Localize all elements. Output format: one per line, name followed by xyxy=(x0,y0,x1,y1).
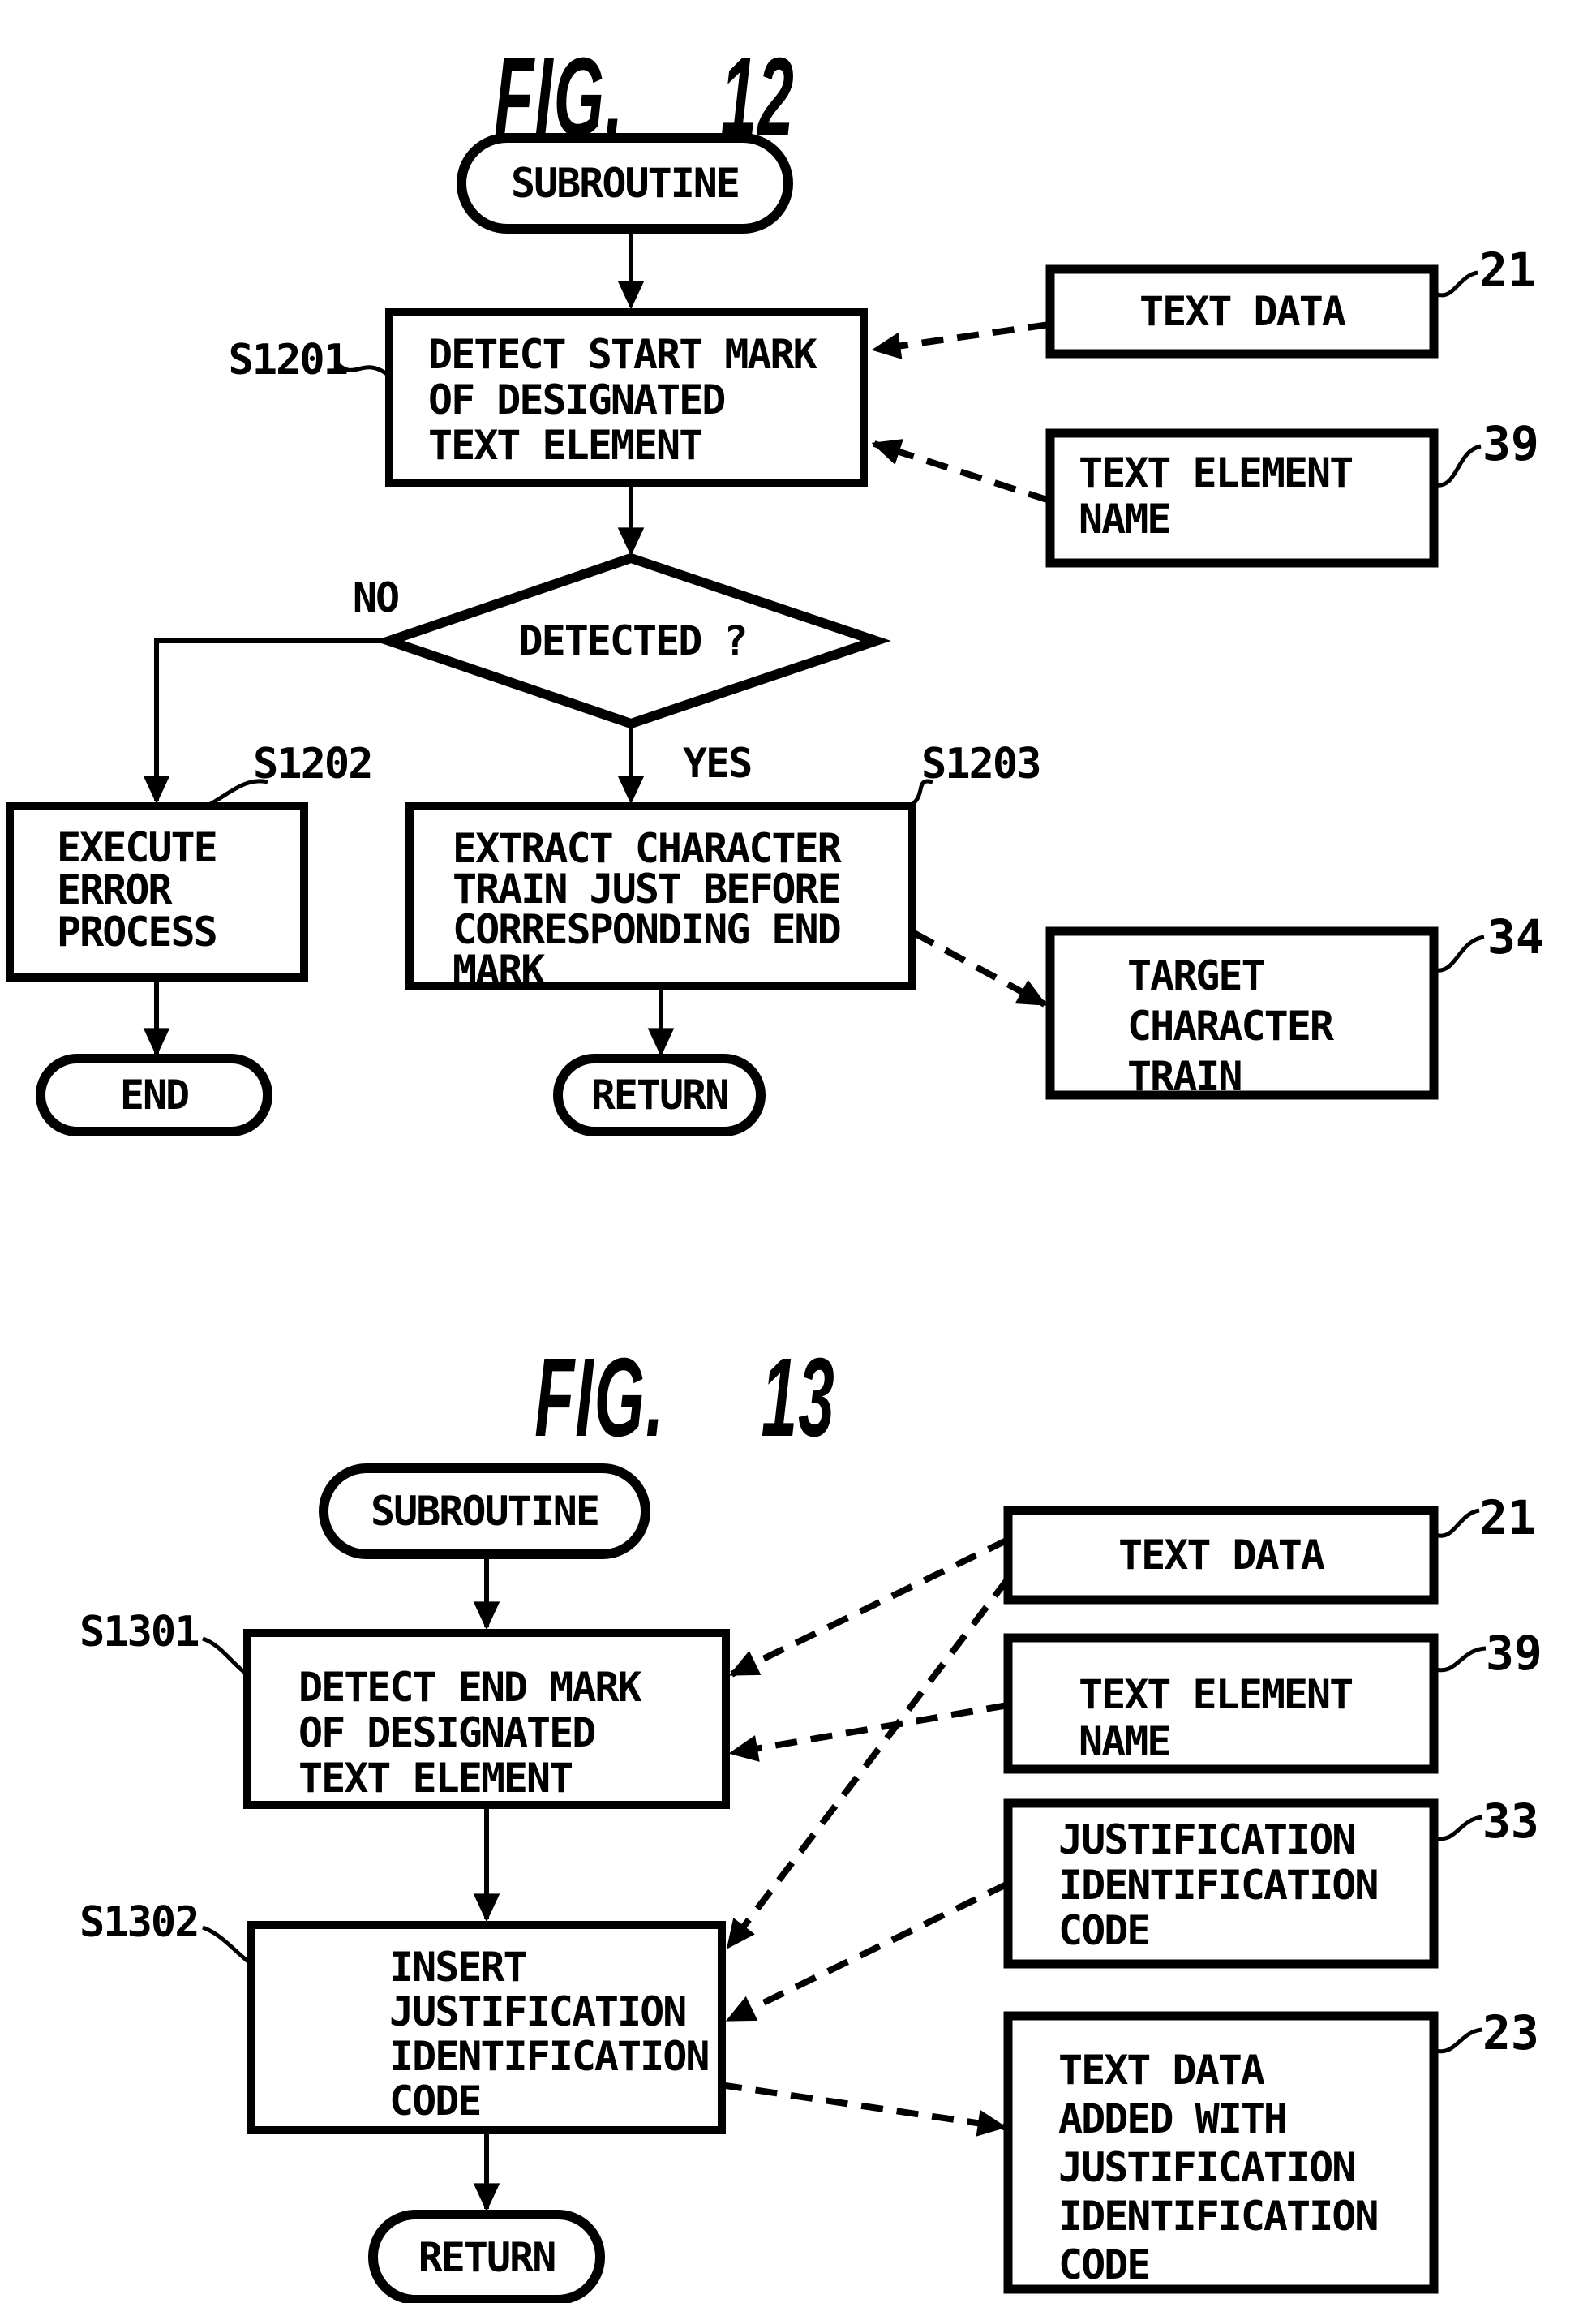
fig13-s1302-leader-squiggle xyxy=(202,1925,250,1963)
fig12-end-label: END xyxy=(119,1072,190,1119)
fig13-text-element-name-box xyxy=(1003,1633,1439,1774)
fig13-dashed-arrow-textdata-to-s1302 xyxy=(725,1576,1011,1949)
fig13-step-s1302-text: INSERT JUSTIFICATION IDENTIFICATION CODE xyxy=(389,1944,710,2125)
fig12-decision-label: DETECTED ? xyxy=(518,617,748,664)
fig12-s1203-leader-squiggle xyxy=(910,779,933,807)
fig13-return-label: RETURN xyxy=(418,2233,557,2281)
fig13-dashed-arrow-textdata-to-s1301 xyxy=(728,1536,1010,1678)
fig12-dashed-arrow-s1203-to-target xyxy=(912,930,1048,1008)
fig12-step-s1202-text: EXECUTE ERROR PROCESS xyxy=(57,824,218,956)
fig13-step-s1301-text: DETECT END MARK OF DESIGNATED TEXT ELEME… xyxy=(298,1664,642,1802)
fig13-subroutine-label: SUBROUTINE xyxy=(370,1488,600,1535)
fig12-step-s1203-text: EXTRACT CHARACTER TRAIN JUST BEFORE CORR… xyxy=(453,825,842,994)
fig12-subroutine-terminal-shape xyxy=(457,133,793,234)
fig12-return-terminal-shape xyxy=(553,1054,766,1136)
fig12-flow-arrow-no-branch xyxy=(143,638,389,805)
fig12-dashed-arrow-textdata-to-s1201 xyxy=(871,321,1050,359)
fig12-title: FIG. 12 xyxy=(494,35,796,160)
fig13-ref21-leader-squiggle xyxy=(1435,1508,1480,1538)
fig13-dashed-arrow-s1302-to-output xyxy=(719,2082,1007,2137)
fig13-step-s1302-id: S1302 xyxy=(79,1898,200,1947)
fig13-ref23-leader-squiggle xyxy=(1435,2027,1483,2054)
fig12-dashed-arrow-elementname-to-s1201 xyxy=(871,439,1051,504)
fig13-return-terminal-shape xyxy=(368,2210,605,2303)
fig13-justification-code-label: JUSTIFICATION IDENTIFICATION CODE xyxy=(1058,1816,1379,1954)
fig13-title-wrap: FIG. 13 xyxy=(426,1337,945,1459)
fig13-step-s1301-id: S1301 xyxy=(79,1608,200,1656)
fig12-branch-label-yes: YES xyxy=(683,740,753,787)
fig12-ref-39: 39 xyxy=(1482,416,1539,471)
fig12-s1201-leader-squiggle xyxy=(337,363,388,376)
fig13-text-element-name-label: TEXT ELEMENT NAME xyxy=(1079,1671,1354,1765)
fig13-ref-21: 21 xyxy=(1479,1490,1536,1545)
fig13-text-data-label: TEXT DATA xyxy=(1118,1532,1325,1579)
fig12-ref39-leader-squiggle xyxy=(1435,444,1482,488)
fig12-text-data-box xyxy=(1045,264,1439,359)
fig12-return-label: RETURN xyxy=(590,1072,730,1119)
fig13-dashed-arrow-elementname-to-s1301 xyxy=(728,1702,1009,1762)
fig12-ref21-leader-squiggle xyxy=(1434,270,1478,298)
fig12-step-s1201-box xyxy=(385,308,868,487)
fig12-ref34-leader-squiggle xyxy=(1435,935,1485,973)
fig12-step-s1201-text: DETECT START MARK OF DESIGNATED TEXT ELE… xyxy=(428,331,817,469)
fig12-text-element-name-label: TEXT ELEMENT NAME xyxy=(1079,449,1354,543)
fig13-text-data-added-box xyxy=(1003,2011,1439,2294)
fig12-text-data-label: TEXT DATA xyxy=(1139,288,1346,335)
fig12-title-wrap: FIG. 12 xyxy=(385,37,904,158)
fig12-step-s1202-id: S1202 xyxy=(253,740,374,788)
fig13-text-data-added-label: TEXT DATA ADDED WITH JUSTIFICATION IDENT… xyxy=(1058,2047,1379,2288)
fig12-end-terminal-shape xyxy=(36,1054,272,1136)
fig12-step-s1203-id: S1203 xyxy=(921,740,1042,788)
fig13-ref-33: 33 xyxy=(1482,1794,1539,1849)
fig12-step-s1201-id: S1201 xyxy=(228,336,349,385)
fig12-subroutine-label: SUBROUTINE xyxy=(510,160,740,207)
fig13-step-s1301-box xyxy=(243,1629,730,1809)
fig12-step-s1202-box xyxy=(6,802,308,982)
fig13-text-data-box xyxy=(1003,1506,1439,1605)
fig13-ref33-leader-squiggle xyxy=(1435,1815,1483,1841)
fig12-target-character-train-box xyxy=(1045,926,1439,1100)
fig12-branch-label-no: NO xyxy=(352,574,400,621)
fig13-dashed-arrow-justcode-to-s1302 xyxy=(725,1880,1010,2023)
fig13-title: FIG. 13 xyxy=(534,1335,836,1460)
fig13-s1301-leader-squiggle xyxy=(202,1636,247,1674)
fig13-ref-23: 23 xyxy=(1482,2005,1539,2060)
fig12-target-character-train-label: TARGET CHARACTER TRAIN xyxy=(1127,952,1334,1100)
fig12-text-element-name-box xyxy=(1045,428,1439,568)
fig13-subroutine-terminal-shape xyxy=(319,1463,650,1559)
fig12-s1202-leader-squiggle xyxy=(208,779,268,807)
fig12-ref-21: 21 xyxy=(1479,243,1536,298)
fig12-decision-diamond xyxy=(374,552,891,729)
fig13-ref39-leader-squiggle xyxy=(1435,1646,1487,1673)
fig12-ref-34: 34 xyxy=(1487,909,1544,965)
fig13-ref-39: 39 xyxy=(1486,1626,1542,1681)
fig13-step-s1302-box xyxy=(247,1921,726,2134)
fig12-step-s1203-box xyxy=(405,802,916,990)
fig13-justification-code-box xyxy=(1003,1798,1439,1969)
